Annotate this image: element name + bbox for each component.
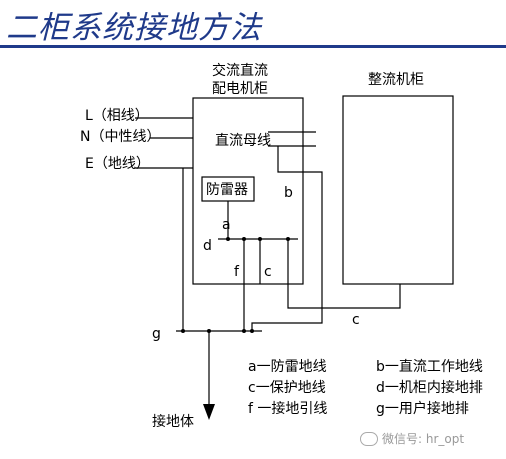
wire-f-label: f: [234, 264, 239, 280]
wire-a-label: a: [222, 217, 231, 233]
legend-a: a一防雷地线: [248, 359, 327, 375]
wire-c-inner-label: c: [264, 264, 272, 280]
wire-b-label: b: [284, 185, 293, 201]
dc-bus-label: 直流母线: [215, 133, 271, 149]
legend-g: g一用户接地排: [376, 401, 469, 417]
wire-b: [251, 146, 323, 331]
legend-f: f 一接地引线: [248, 401, 328, 417]
ground-arrow-icon: [203, 404, 215, 420]
legend-b: b一直流工作地线: [376, 359, 483, 375]
ac-dc-cabinet-label: 交流直流 配电机柜: [212, 63, 268, 97]
rectifier-cabinet-box: [342, 95, 454, 285]
ground-bar-d-label: d: [203, 238, 212, 254]
legend-d: d一机柜内接地排: [376, 380, 483, 396]
ac-dc-cabinet-box: [192, 97, 304, 285]
ground-body-label: 接地体: [152, 414, 194, 430]
l-line-label: L（相线）: [85, 108, 149, 124]
legend-c: c一保护地线: [248, 380, 326, 396]
arrester-label: 防雷器: [206, 182, 248, 198]
watermark-text: 微信号: hr_opt: [382, 432, 465, 446]
legend: a一防雷地线 b一直流工作地线 c一保护地线 d一机柜内接地排 f 一接地引线 …: [248, 358, 483, 419]
title-underline: [0, 45, 506, 48]
watermark: 微信号: hr_opt: [360, 430, 464, 447]
wire-c-outer-label: c: [352, 312, 360, 328]
ground-bar-g-label: g: [152, 326, 161, 342]
e-line-label: E（地线）: [85, 156, 150, 172]
page-title: 二柜系统接地方法: [6, 10, 262, 46]
wire-c-outer: [287, 239, 401, 309]
n-line-label: N（中性线）: [80, 129, 161, 145]
wechat-icon: [360, 431, 378, 446]
rectifier-cabinet-label: 整流机柜: [368, 72, 424, 88]
